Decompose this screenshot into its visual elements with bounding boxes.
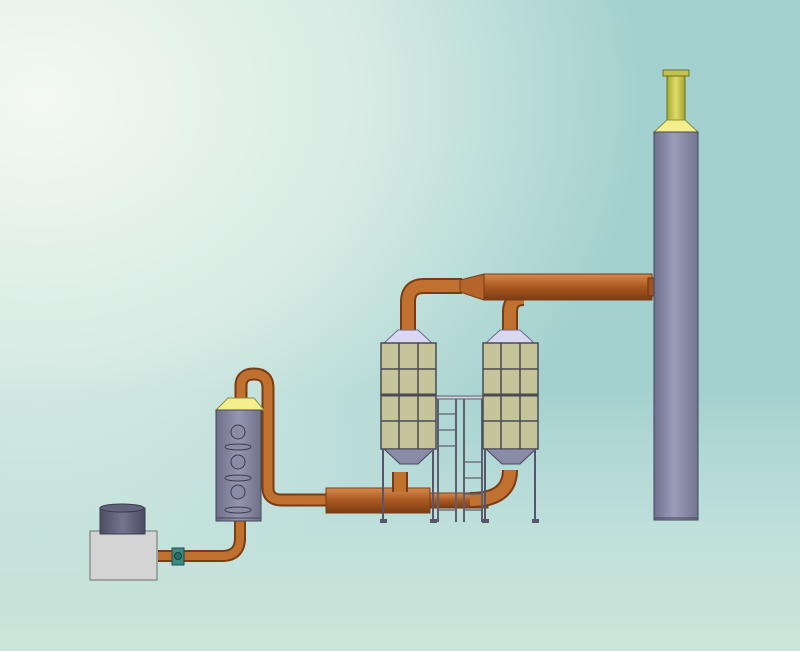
adsorber-legs (484, 449, 536, 522)
ladder-rungs (438, 413, 482, 511)
duct-outlet-header (483, 273, 653, 301)
tower-inspection-port (230, 424, 246, 440)
filter-box-icon (482, 342, 539, 450)
tower-hatch (224, 506, 252, 514)
tower-hatch (224, 474, 252, 482)
valve-icon (171, 547, 185, 566)
spray-tower (214, 397, 266, 522)
tower-top-cone (214, 397, 266, 411)
fan-base-box (89, 530, 158, 581)
platform-handrail (435, 395, 485, 400)
activated-carbon-adsorber-1 (380, 329, 437, 523)
adsorber-hopper (382, 448, 436, 465)
activated-carbon-adsorber-2 (482, 329, 539, 523)
tower-inspection-port (230, 484, 246, 500)
stack-rain-cap (666, 75, 686, 121)
stack-rain-cap-rim (662, 69, 690, 77)
adsorber-hopper (484, 448, 538, 465)
tower-inspection-port (230, 454, 246, 470)
duct-inlet-manifold (325, 487, 431, 514)
fan-unit (89, 503, 185, 581)
fan-motor-top (99, 503, 145, 513)
chimney-icon (653, 131, 699, 521)
ductwork (158, 273, 659, 562)
adsorber-legs (382, 449, 434, 522)
tower-hatch (224, 443, 252, 451)
exhaust-stack (652, 69, 700, 521)
filter-box-icon (380, 342, 437, 450)
